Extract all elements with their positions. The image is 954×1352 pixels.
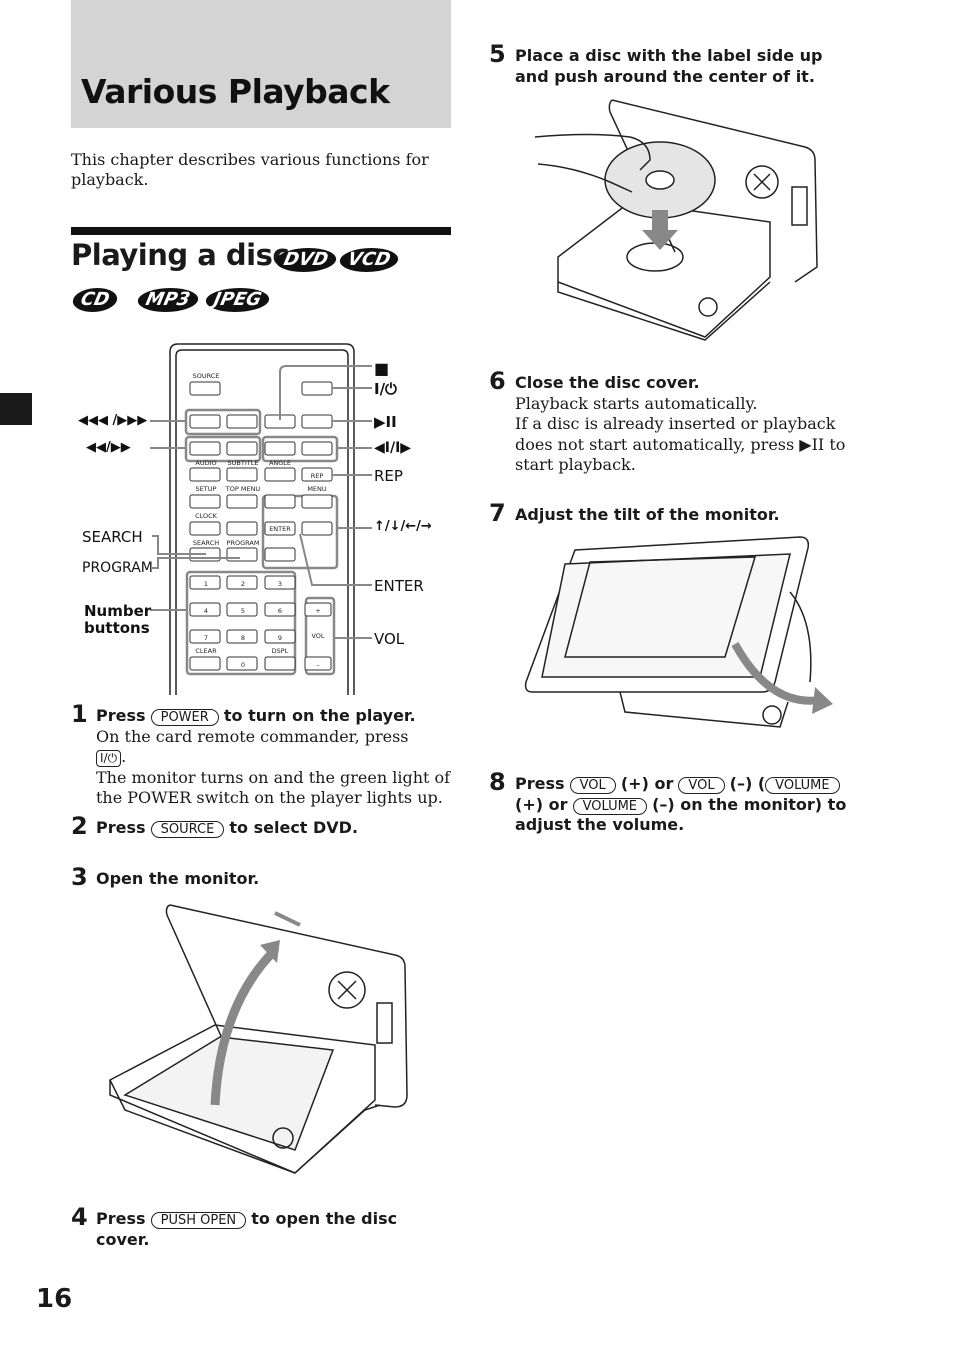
vol-key-1: VOL [569, 777, 616, 794]
step-8-number: 8 [489, 768, 506, 796]
remote-digit-6: 6 [278, 607, 282, 615]
callout-number-buttons-1: Number [84, 602, 152, 620]
remote-dspl-label: DSPL [272, 647, 289, 655]
volume-key-2: VOLUME [572, 797, 648, 815]
step-6-text: Close the disc cover. Playback starts au… [515, 373, 846, 474]
remote-rep-label: REP [311, 472, 324, 480]
section-rule [71, 227, 451, 235]
remote-setup-label: SETUP [196, 485, 217, 493]
remote-audio-label: AUDIO [195, 459, 216, 467]
remote-outline [169, 343, 355, 695]
remote-plus-label: + [315, 607, 320, 615]
callout-play-pause: ▶II [374, 413, 397, 431]
callout-search: SEARCH [82, 528, 143, 546]
chapter-header-band [71, 0, 451, 128]
badge-vcd: VCD [337, 248, 401, 272]
remote-illustration: SOURCE AUDIO SUBTITLE ANGLE REP SETUP TO… [150, 343, 372, 695]
badge-jpeg: JPEG [203, 288, 272, 312]
remote-digit-4: 4 [204, 607, 208, 615]
step-5-number: 5 [489, 40, 506, 68]
section-title: Playing a disc [71, 238, 290, 272]
step-3-number: 3 [71, 863, 88, 891]
chapter-side-tab [0, 393, 32, 425]
callout-rew-ff: ◀◀/▶▶ [86, 440, 131, 455]
callout-rep: REP [374, 467, 403, 485]
vol-key-2: VOL [678, 777, 725, 794]
remote-topmenu-label: TOP MENU [225, 485, 261, 493]
callout-arrows: ↑/↓/←/→ [374, 519, 432, 534]
push-open-key: PUSH OPEN [150, 1212, 247, 1229]
step-8-text: Press VOL (+) or VOL (–) (VOLUME (+) or … [515, 774, 847, 834]
step-7-number: 7 [489, 499, 506, 527]
remote-search-label: SEARCH [193, 539, 219, 547]
callout-number-buttons-2: buttons [84, 619, 150, 637]
source-key: SOURCE [150, 821, 225, 838]
remote-clock-label: CLOCK [195, 512, 218, 520]
badge-dvd: DVD [273, 248, 339, 272]
remote-source-label: SOURCE [193, 372, 220, 380]
chapter-intro: This chapter describes various functions… [71, 150, 429, 189]
open-monitor-illustration [109, 904, 408, 1174]
remote-digit-3: 3 [278, 580, 282, 588]
remote-angle-label: ANGLE [269, 459, 291, 467]
chapter-title: Various Playback [81, 72, 390, 111]
step-4-number: 4 [71, 1203, 88, 1231]
callout-vol: VOL [374, 630, 405, 648]
remote-digit-7: 7 [204, 634, 208, 642]
remote-enter-label: ENTER [269, 525, 291, 533]
callout-program: PROGRAM [82, 560, 153, 576]
step-2-text: Press SOURCE to select DVD. [96, 818, 359, 838]
remote-digit-2: 2 [241, 580, 245, 588]
callout-enter: ENTER [374, 577, 424, 595]
remote-clear-label: CLEAR [195, 647, 217, 655]
tilt-monitor-illustration [524, 536, 833, 728]
power-key: POWER [150, 709, 219, 726]
callout-stop: ■ [374, 359, 390, 378]
step-5-text: Place a disc with the label side up and … [515, 46, 823, 86]
remote-digit-5: 5 [241, 607, 245, 615]
callout-slow: ◀I/I▶ [374, 440, 412, 456]
remote-digit-8: 8 [241, 634, 245, 642]
remote-program-label: PROGRAM [227, 539, 260, 547]
step-2-number: 2 [71, 812, 88, 840]
remote-digit-0: 0 [241, 661, 245, 669]
remote-digit-9: 9 [278, 634, 282, 642]
remote-digit-1: 1 [204, 580, 208, 588]
step-1-number: 1 [71, 700, 88, 728]
power-icon-key: I/⏻ [96, 750, 122, 767]
step-6-number: 6 [489, 367, 506, 395]
remote-vol-label: VOL [311, 632, 324, 640]
remote-subtitle-label: SUBTITLE [228, 459, 259, 467]
step-3-text: Open the monitor. [96, 869, 260, 888]
step-1-text: Press POWER to turn on the player. On th… [96, 706, 451, 807]
step-7-text: Adjust the tilt of the monitor. [515, 505, 780, 524]
page-number: 16 [36, 1284, 73, 1314]
callout-power: I/⏻ [374, 380, 397, 398]
volume-key-1: VOLUME [765, 777, 840, 794]
badge-cd: CD [70, 288, 120, 312]
remote-minus-label: – [316, 661, 319, 669]
badge-mp3: MP3 [135, 288, 201, 312]
callout-prev-next: ◀◀◀ /▶▶▶ [78, 413, 148, 428]
remote-menu-label: MENU [307, 485, 327, 493]
place-disc-illustration [534, 99, 818, 341]
step-4-text: Press PUSH OPEN to open the disc cover. [96, 1209, 398, 1249]
